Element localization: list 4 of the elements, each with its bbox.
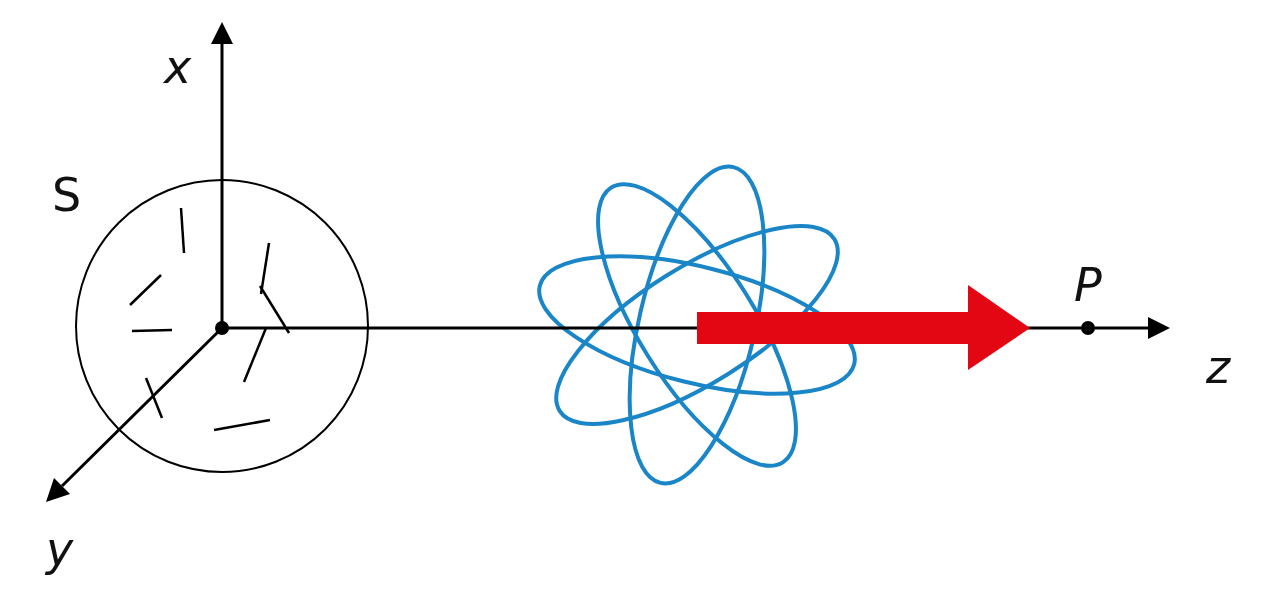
source-label: S [52, 172, 82, 218]
axis-label: z [1206, 344, 1231, 390]
axis-label: x [164, 44, 192, 90]
axis-label: P [1074, 262, 1102, 308]
